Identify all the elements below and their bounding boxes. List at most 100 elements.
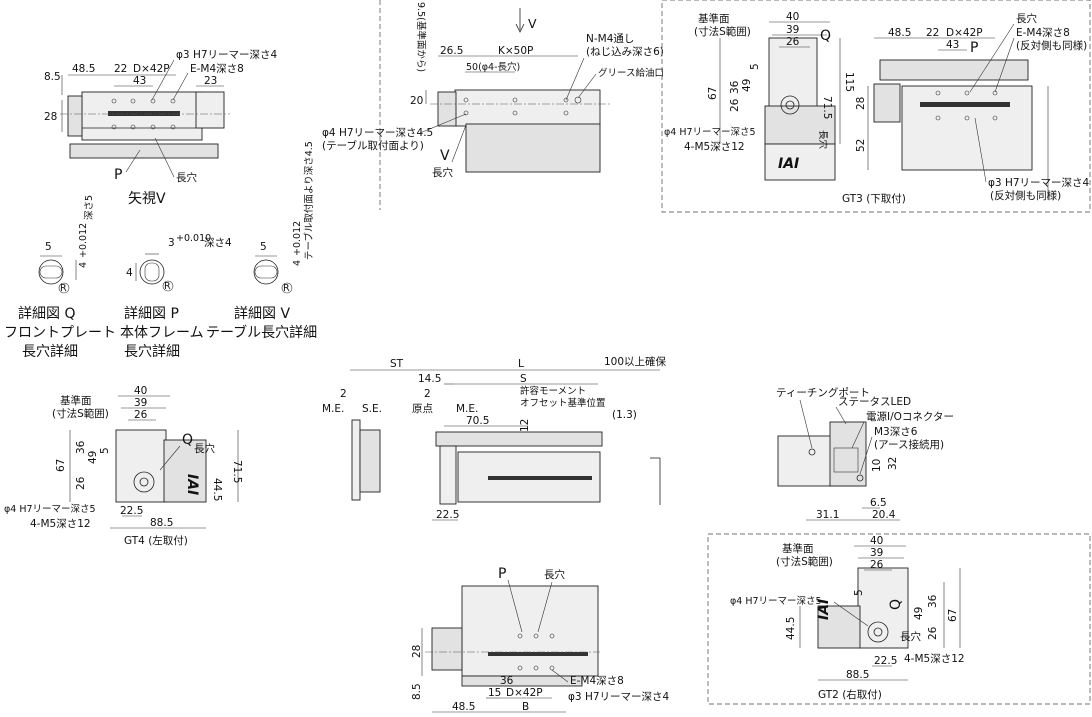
gt2-tap: 4-M5深さ12 bbox=[904, 653, 965, 665]
bottom-p: P bbox=[498, 566, 506, 582]
gt3-d22: 22 bbox=[926, 27, 939, 39]
gt3-tap2: E-M4深さ8 bbox=[1016, 27, 1070, 39]
bottom-dx42p: D×42P bbox=[506, 687, 543, 699]
gt3-side-body bbox=[901, 85, 1033, 171]
detail-q-depth: 深さ5 bbox=[84, 195, 95, 220]
arrow-v-label: V bbox=[528, 16, 537, 31]
gt2-d40: 40 bbox=[870, 535, 883, 547]
dim-20-4: 20.4 bbox=[872, 509, 896, 521]
top-view: V 9.5(基準面から) 26.5 K×50P 50(φ4-長穴) N-M4通し… bbox=[322, 0, 664, 210]
gt3-reamer2: φ3 H7リーマー深さ4 bbox=[988, 177, 1090, 189]
n-m4-depth: (ねじ込み深さ6) bbox=[586, 46, 664, 58]
gt4-d49: 49 bbox=[87, 451, 99, 464]
gt4-d26b: 26 bbox=[75, 476, 87, 490]
bottom-endcap bbox=[431, 627, 463, 671]
gt4-view: IAI 基準面 (寸法S範囲) 40 39 26 Q 長穴 36 5 67 49… bbox=[4, 385, 243, 547]
gt3-reamer2b: (反対側も同様) bbox=[990, 189, 1061, 202]
power-io-connector: 電源I/Oコネクター bbox=[866, 410, 954, 423]
gt3-caption: GT3 (下取付) bbox=[842, 192, 906, 205]
detail-v-caption2: テーブル長穴詳細 bbox=[206, 324, 317, 341]
gt2-ref2: (寸法S範囲) bbox=[776, 555, 833, 568]
side-endcap bbox=[439, 445, 457, 505]
gt2-frame bbox=[707, 533, 1091, 705]
dim-kx50p: K×50P bbox=[498, 45, 533, 57]
bottom-tap: E-M4深さ8 bbox=[570, 675, 624, 687]
se-label: S.E. bbox=[362, 403, 382, 415]
bottom-d28: 28 bbox=[411, 645, 423, 658]
label-v: V bbox=[440, 148, 450, 164]
detail-v-r: R bbox=[283, 283, 290, 294]
gt3-reamer: φ4 H7リーマー深さ5 bbox=[664, 127, 756, 138]
gt2-d39: 39 bbox=[870, 547, 883, 559]
gt4-d39: 39 bbox=[134, 397, 147, 409]
ground-note: (アース接続用) bbox=[874, 438, 944, 451]
gt2-logo: IAI bbox=[816, 599, 832, 620]
detail-p-h: 4 bbox=[126, 267, 133, 279]
gt3-d71-5: 71.5 bbox=[821, 96, 833, 119]
gt2-ref1: 基準面 bbox=[782, 542, 814, 555]
me-label: M.E. bbox=[322, 403, 344, 415]
detail-q-h: 4 bbox=[78, 262, 89, 268]
view-v-base-rail bbox=[69, 143, 219, 159]
dim-s: S bbox=[520, 373, 527, 385]
m3-depth: M3深さ6 bbox=[874, 426, 918, 438]
dim-st: ST bbox=[390, 358, 404, 370]
dim-1-3: (1.3) bbox=[612, 409, 637, 421]
me2-label: M.E. bbox=[456, 403, 478, 415]
detail-q-w: 5 bbox=[45, 241, 52, 253]
gt2-d88-5: 88.5 bbox=[846, 669, 869, 681]
ref-9-5: 9.5(基準面から) bbox=[415, 2, 427, 72]
gt3-side-slit bbox=[920, 102, 1010, 107]
gt4-d44-5: 44.5 bbox=[211, 478, 223, 501]
rear-view: ティーチングポート ステータスLED 電源I/Oコネクター M3深さ6 (アース… bbox=[776, 386, 954, 521]
dim-6-5: 6.5 bbox=[870, 497, 887, 509]
gt4-ref2: (寸法S範囲) bbox=[52, 407, 109, 420]
gt4-q: Q bbox=[182, 432, 193, 448]
reamer-note: φ3 H7リーマー深さ4 bbox=[176, 49, 278, 61]
se-plate bbox=[351, 419, 361, 501]
top-view-motor bbox=[465, 123, 601, 173]
gt3-side-rail bbox=[879, 59, 1029, 81]
detail-v-caption1: 詳細図 V bbox=[234, 306, 290, 322]
detail-p-tol: +0.010 bbox=[176, 233, 211, 244]
dim-32: 32 bbox=[887, 457, 899, 470]
dim-50: 50(φ4-長穴) bbox=[466, 61, 520, 73]
dim-2a: 2 bbox=[340, 388, 347, 400]
gt4-reamer: φ4 H7リーマー深さ5 bbox=[4, 504, 96, 515]
dim-10: 10 bbox=[871, 459, 883, 472]
gt3-dx42p: D×42P bbox=[946, 27, 983, 39]
gt2-caption: GT2 (右取付) bbox=[818, 688, 882, 701]
dim-20: 20 bbox=[410, 95, 423, 107]
gt4-d26: 26 bbox=[134, 409, 148, 421]
detail-p-r: R bbox=[164, 281, 171, 292]
detail-v-h: 4 bbox=[292, 260, 303, 266]
gt4-bracket bbox=[163, 439, 207, 503]
gt3-d48-5: 48.5 bbox=[888, 27, 911, 39]
gt3-ref1: 基準面 bbox=[698, 12, 730, 25]
gt3-end-plate bbox=[768, 37, 818, 109]
gt4-d22-5: 22.5 bbox=[120, 505, 143, 517]
gt4-tap: 4-M5深さ12 bbox=[30, 518, 91, 530]
gt3-tap2b: (反対側も同様) bbox=[1016, 39, 1087, 52]
detail-v-tol: +0.012 bbox=[292, 221, 303, 256]
reamer-note-1: φ4 H7リーマー深さ4.5 bbox=[322, 127, 433, 139]
gt4-d36: 36 bbox=[75, 440, 87, 454]
bottom-body bbox=[461, 585, 599, 677]
bottom-slot: 長穴 bbox=[544, 568, 565, 581]
detail-v: 5 4 +0.012 テーブル取付面より深さ4.5 R 詳細図 V テーブル長穴… bbox=[206, 141, 317, 341]
gt4-caption: GT4 (左取付) bbox=[124, 534, 188, 547]
gt2-d5: 5 bbox=[853, 589, 865, 596]
bottom-d8-5: 8.5 bbox=[411, 683, 423, 700]
dim-8-5: 8.5 bbox=[44, 71, 61, 83]
side-rail bbox=[435, 431, 603, 447]
dim-31-1: 31.1 bbox=[816, 509, 839, 521]
detail-v-depth: テーブル取付面より深さ4.5 bbox=[303, 141, 315, 260]
bottom-view: P 長穴 28 8.5 E-M4深さ8 36 15 D×42P φ3 H7リーマ… bbox=[411, 566, 670, 713]
detail-p: 3 +0.010 深さ4 4 R 詳細図 P 本体フレーム 長穴詳細 bbox=[120, 233, 232, 360]
gt4-slot: 長穴 bbox=[194, 442, 215, 455]
gt4-d5: 5 bbox=[99, 447, 111, 454]
gt2-q: Q bbox=[888, 599, 904, 610]
arrow-view-v: 8.5 28 48.5 22 D×42P 43 23 φ3 H7リーマー深さ4 … bbox=[44, 49, 278, 207]
dim-14-5: 14.5 bbox=[418, 373, 441, 385]
